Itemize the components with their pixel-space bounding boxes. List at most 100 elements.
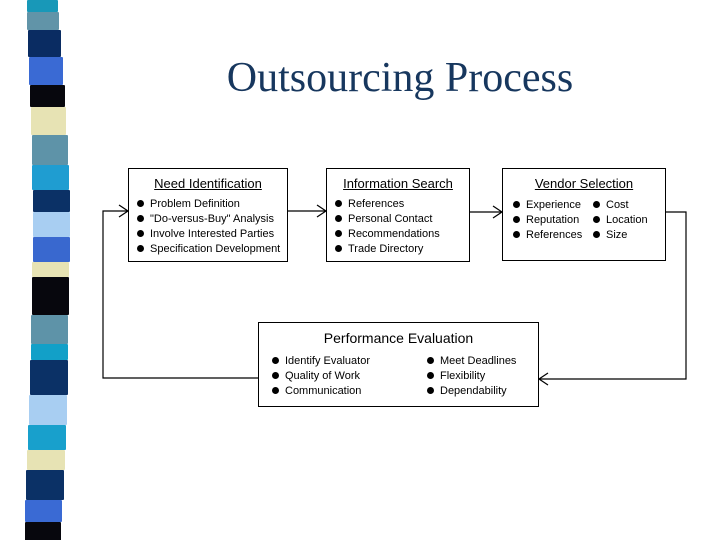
bullet-icon <box>137 200 144 207</box>
box-header: Information Search <box>343 176 453 191</box>
bullet-icon <box>593 201 600 208</box>
list-item: Personal Contact <box>335 211 469 226</box>
bullet-icon <box>427 357 434 364</box>
stripe-segment <box>33 237 70 262</box>
list-item: Involve Interested Parties <box>137 226 287 241</box>
stripe-segment <box>29 57 63 85</box>
list-item: Dependability <box>427 383 516 398</box>
list-item: Specification Development <box>137 241 287 256</box>
bullet-label: Meet Deadlines <box>440 354 517 367</box>
list-item: Size <box>593 227 648 242</box>
bullet-label: Problem Definition <box>150 197 240 210</box>
box-header: Vendor Selection <box>534 176 634 191</box>
stripe-segment <box>32 165 69 190</box>
bullet-label: Involve Interested Parties <box>150 227 275 240</box>
stripe-segment <box>33 190 70 212</box>
bullet-icon <box>513 216 520 223</box>
bullet-label: Personal Contact <box>348 212 433 225</box>
bullet-list: Problem Definition "Do-versus-Buy" Analy… <box>129 196 287 256</box>
bullet-label: Flexibility <box>440 369 486 382</box>
bullet-icon <box>513 231 520 238</box>
box-need-identification: Need Identification Problem Definition "… <box>128 168 288 262</box>
bullet-label: Quality of Work <box>285 369 360 382</box>
bullet-icon <box>427 387 434 394</box>
bullet-label: Communication <box>285 384 362 397</box>
stripe-segment <box>28 425 66 450</box>
list-item: Quality of Work <box>272 368 427 383</box>
stripe-segment <box>27 450 65 470</box>
bullet-icon <box>272 387 279 394</box>
bullet-icon <box>335 215 342 222</box>
bullet-label: References <box>526 228 583 241</box>
box-vendor-selection: Vendor Selection Experience Reputation R… <box>502 168 666 261</box>
list-item: "Do-versus-Buy" Analysis <box>137 211 287 226</box>
bullet-icon <box>272 357 279 364</box>
stripe-segment <box>26 470 64 500</box>
box-header: Need Identification <box>154 176 262 191</box>
stripe-segment <box>31 315 68 344</box>
list-item: References <box>513 227 593 242</box>
bullet-label: References <box>348 197 405 210</box>
page-title: Outsourcing Process <box>226 55 574 101</box>
bullet-icon <box>137 230 144 237</box>
bullet-label: "Do-versus-Buy" Analysis <box>150 212 274 225</box>
bullet-icon <box>335 245 342 252</box>
stripe-segment <box>28 30 61 57</box>
bullet-list: References Personal Contact Recommendati… <box>327 196 469 256</box>
stripe-segment <box>25 500 62 522</box>
list-item: Identify Evaluator <box>272 353 427 368</box>
bullet-list: Meet Deadlines Flexibility Dependability <box>427 353 516 398</box>
bullet-icon <box>137 245 144 252</box>
stripe-segment <box>32 277 69 315</box>
bullet-label: Identify Evaluator <box>285 354 370 367</box>
box-information-search: Information Search References Personal C… <box>326 168 470 262</box>
stripe-segment <box>32 262 69 277</box>
list-item: Communication <box>272 383 427 398</box>
stripe-segment <box>31 344 68 360</box>
bullet-icon <box>427 372 434 379</box>
bullet-label: Size <box>606 228 628 241</box>
bullet-label: Trade Directory <box>348 242 424 255</box>
bullet-label: Cost <box>606 198 629 211</box>
list-item: Reputation <box>513 212 593 227</box>
list-item: Cost <box>593 197 648 212</box>
stripe-segment <box>33 212 70 237</box>
bullet-icon <box>513 201 520 208</box>
list-item: Flexibility <box>427 368 516 383</box>
bullet-list: Identify Evaluator Quality of Work Commu… <box>272 353 427 398</box>
bullet-icon <box>137 215 144 222</box>
bullet-icon <box>335 230 342 237</box>
stripe-segment <box>31 107 66 135</box>
bullet-label: Location <box>606 213 648 226</box>
bullet-icon <box>593 216 600 223</box>
list-item: Trade Directory <box>335 241 469 256</box>
bullet-label: Experience <box>526 198 582 211</box>
bullet-list: Cost Location Size <box>593 197 648 242</box>
list-item: Location <box>593 212 648 227</box>
stripe-segment <box>27 0 58 12</box>
list-item: Experience <box>513 197 593 212</box>
bullet-label: Reputation <box>526 213 580 226</box>
bullet-icon <box>593 231 600 238</box>
bullet-icon <box>272 372 279 379</box>
bullet-list: Experience Reputation References <box>513 197 593 242</box>
list-item: References <box>335 196 469 211</box>
stripe-segment <box>30 360 68 395</box>
stripe-segment <box>30 85 65 107</box>
bullet-columns: Identify Evaluator Quality of Work Commu… <box>259 353 538 398</box>
stripe-segment <box>27 12 59 30</box>
bullet-label: Dependability <box>440 384 507 397</box>
template-stripe <box>24 0 74 540</box>
arrow-search-to-vendor <box>470 205 504 219</box>
bullet-columns: Experience Reputation References Cost Lo… <box>503 197 665 242</box>
bullet-icon <box>335 200 342 207</box>
list-item: Recommendations <box>335 226 469 241</box>
box-header: Performance Evaluation <box>323 330 474 346</box>
list-item: Problem Definition <box>137 196 287 211</box>
list-item: Meet Deadlines <box>427 353 516 368</box>
stripe-segment <box>25 522 61 540</box>
bullet-label: Specification Development <box>150 242 281 255</box>
stripe-segment <box>29 395 67 425</box>
box-performance-evaluation: Performance Evaluation Identify Evaluato… <box>258 322 539 407</box>
